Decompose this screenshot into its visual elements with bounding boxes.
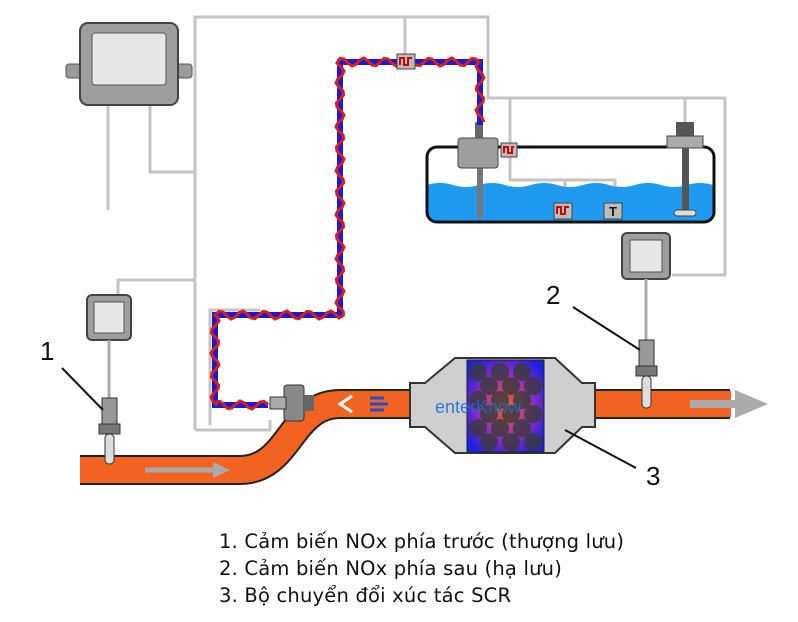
label-1: 1 [40, 336, 55, 366]
catalyst-cell [469, 419, 487, 437]
label-3: 3 [646, 461, 661, 491]
heater-element-icon [396, 53, 416, 70]
temperature-sensor-icon: T [603, 202, 623, 220]
catalyst-cell [513, 363, 531, 381]
nox-sensor-2 [635, 339, 658, 409]
caption-line-2: 2. Cảm biến NOx phía sau (hạ lưu) [219, 557, 563, 580]
heater-wire [209, 56, 486, 411]
scr-catalytic-converter: enterKnow [409, 357, 596, 454]
exhaust-flow-arrow-icon [735, 390, 768, 418]
catalyst-cell [502, 433, 520, 451]
catalyst-cell [502, 377, 520, 395]
catalyst-cell [469, 363, 487, 381]
watermark-logo: enterKnow [435, 397, 522, 417]
def-spray-icon [370, 396, 388, 412]
nox-sensor-2-control-box [621, 232, 671, 340]
heater-element-icon [500, 142, 518, 158]
catalyst-cell [513, 391, 531, 409]
nox-sensor-1-control-box [86, 294, 132, 398]
catalyst-cell [491, 363, 509, 381]
heated-def-line [209, 53, 486, 411]
label-2: 2 [546, 280, 561, 310]
catalyst-cell [480, 377, 498, 395]
catalyst-cell [480, 405, 498, 423]
catalyst-cell [491, 391, 509, 409]
nox-sensor-1 [98, 397, 121, 465]
catalyst-cell [513, 419, 531, 437]
catalyst-cell [480, 433, 498, 451]
catalyst-cell [524, 433, 542, 451]
catalyst-cell [469, 391, 487, 409]
catalyst-cell [491, 419, 509, 437]
catalyst-cell [524, 377, 542, 395]
leader-lines [61, 306, 641, 469]
ecu-control-unit [65, 22, 193, 106]
caption-line-1: 1. Cảm biến NOx phía trước (thượng lưu) [219, 530, 625, 553]
exhaust-pipe [80, 389, 768, 485]
def-injector [269, 384, 314, 422]
heater-element-icon [553, 202, 573, 220]
catalyst-cell [502, 405, 520, 423]
catalyst-cell [524, 405, 542, 423]
def-tank: T [425, 122, 716, 224]
svg-text:T: T [609, 204, 617, 219]
caption-line-3: 3. Bộ chuyển đổi xúc tác SCR [219, 584, 512, 607]
